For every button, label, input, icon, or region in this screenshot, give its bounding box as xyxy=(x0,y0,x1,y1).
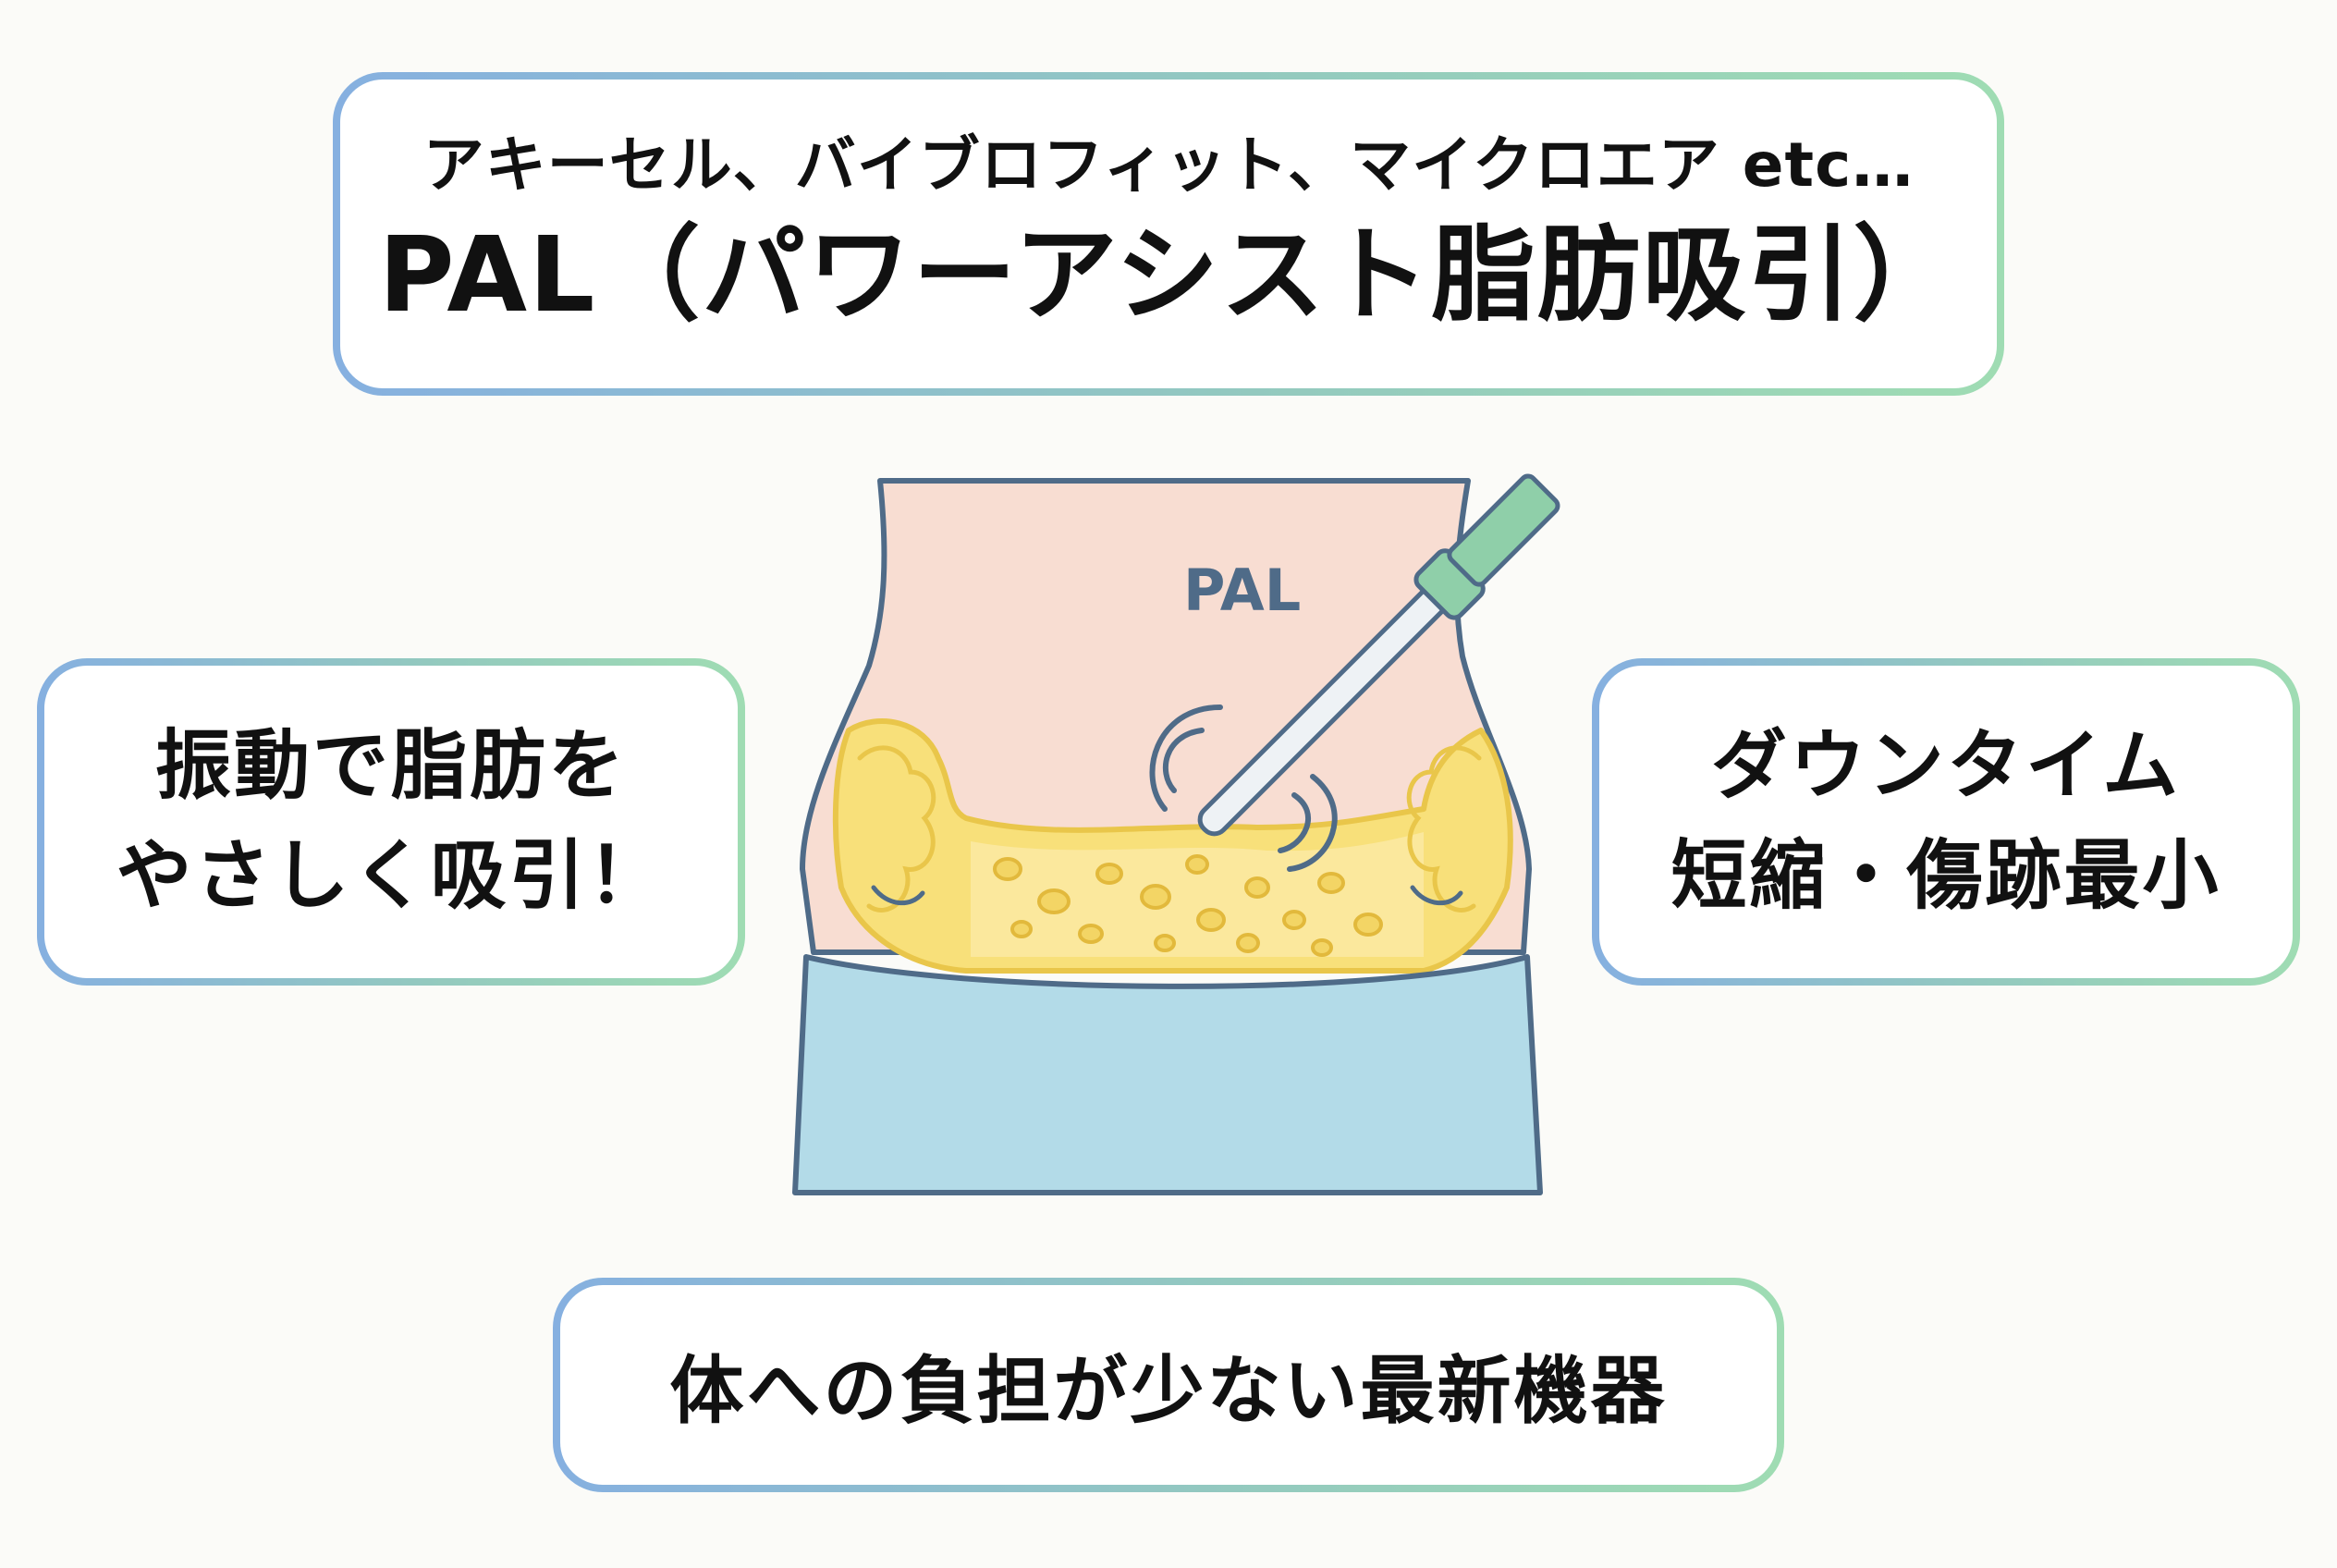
vibration-waves xyxy=(1149,704,1338,872)
fat-lobe-right xyxy=(1406,745,1482,913)
header-title: PAL（パワーアシスト脂肪吸引） xyxy=(378,214,1959,336)
right-callout-inner: ダウンタイム 短縮・傷跡最小 xyxy=(1599,666,2293,978)
fat-droplets xyxy=(993,854,1383,957)
right-callout-line-1: ダウンタイム xyxy=(1710,722,2182,811)
header-subtitle: アキーセル、バイブロフィット、マイクロエア etc… xyxy=(422,129,1915,202)
title-box-inner: アキーセル、バイブロフィット、マイクロエア etc… PAL（パワーアシスト脂肪… xyxy=(340,80,1997,388)
right-callout-box: ダウンタイム 短縮・傷跡最小 xyxy=(1592,658,2300,986)
left-callout-line-2: やさしく吸引！ xyxy=(116,832,667,920)
right-callout-line-2: 短縮・傷跡最小 xyxy=(1670,832,2221,920)
pal-cannula-device xyxy=(1197,473,1560,837)
pants xyxy=(792,954,1543,1195)
bottom-callout-box: 体への負担が少ない最新機器 xyxy=(553,1278,1784,1492)
fat-curl-right xyxy=(1410,885,1463,906)
bottom-callout-inner: 体への負担が少ない最新機器 xyxy=(560,1285,1777,1485)
title-box: アキーセル、バイブロフィット、マイクロエア etc… PAL（パワーアシスト脂肪… xyxy=(333,72,2004,396)
left-callout-box: 振動で脂肪を やさしく吸引！ xyxy=(37,658,745,986)
left-callout-inner: 振動で脂肪を やさしく吸引！ xyxy=(44,666,738,978)
fat-inner-band xyxy=(971,832,1424,957)
device-label-pal: PAL xyxy=(1183,557,1301,624)
bottom-callout-text: 体への負担が少ない最新機器 xyxy=(669,1348,1668,1434)
fat-curl-left xyxy=(871,885,925,906)
fat-lobe-left xyxy=(857,745,936,913)
cannula-handle xyxy=(1447,473,1560,587)
abdomen-illustration: PAL xyxy=(792,473,1560,1195)
left-callout-line-1: 振動で脂肪を xyxy=(154,722,627,811)
